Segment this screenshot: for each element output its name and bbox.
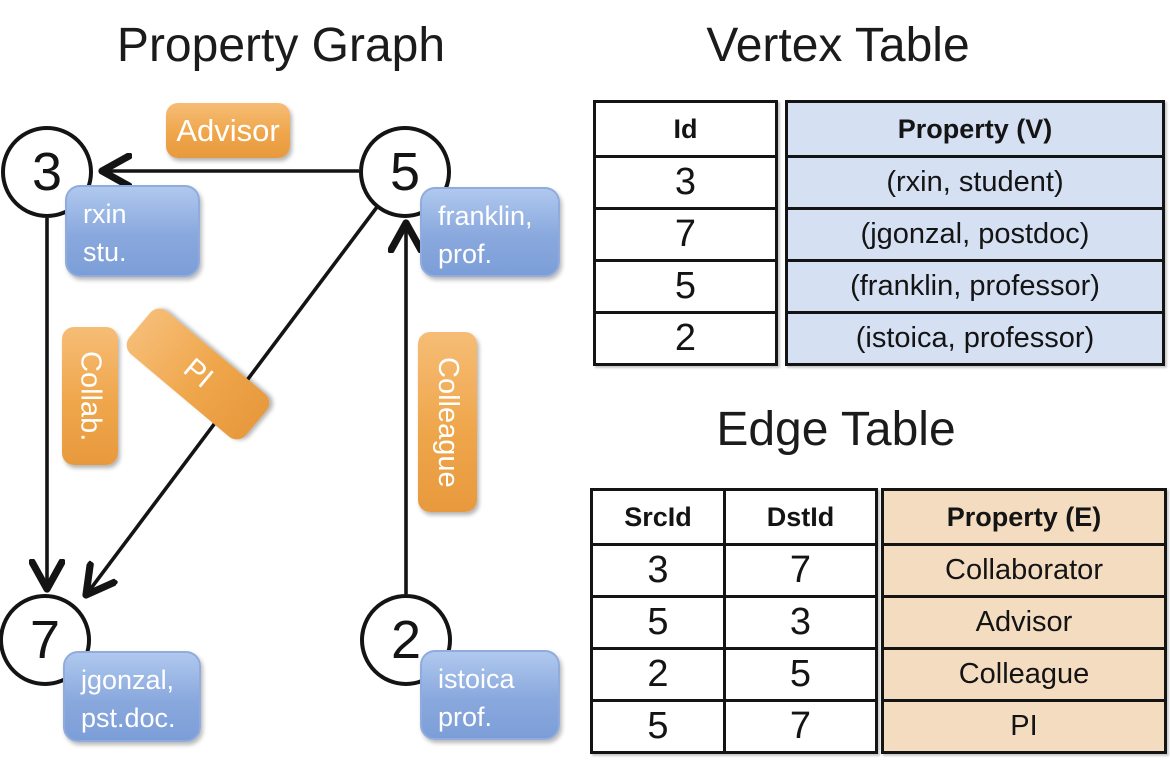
graph-node-5: 5: [359, 126, 451, 218]
edge-table-dst-cell: 3: [723, 595, 875, 647]
vertex-property-box-rxin: rxin stu.: [65, 185, 200, 277]
vertex-property-box-istoica: istoica prof.: [420, 650, 560, 740]
edge-table-src-cell: 5: [593, 595, 723, 647]
edge-table-property-cell: Colleague: [884, 647, 1164, 699]
vertex-table-id-cell: 7: [596, 207, 775, 259]
vertex-property-line: rxin: [83, 199, 127, 229]
edge-table-header-property: Property (E): [946, 501, 1102, 532]
vertex-property-line: prof.: [438, 239, 493, 270]
edge-table-property-cell: Advisor: [884, 595, 1164, 647]
vertex-property-line: pst.doc.: [81, 703, 176, 734]
edge-table-title: Edge Table: [716, 403, 956, 456]
vertex-property-line: istoica: [438, 664, 515, 694]
property-graph-title: Property Graph: [116, 19, 446, 72]
edge-table-dst-cell: 7: [723, 699, 875, 751]
vertex-table-id-column: Id 3 7 5 2: [593, 100, 778, 366]
edge-label-advisor: Advisor: [166, 103, 290, 158]
edge-table-src-cell: 3: [593, 543, 723, 595]
vertex-table-header-property: Property (V): [897, 113, 1053, 144]
vertex-table-property-cell: (franklin, professor): [788, 259, 1162, 311]
vertex-property-line: prof.: [438, 702, 493, 733]
edge-table-id-columns: SrcId DstId 3 7 5 3 2 5 5 7: [590, 488, 878, 754]
graph-node-2: 2: [360, 594, 452, 686]
vertex-table-property-cell: (rxin, student): [788, 155, 1162, 207]
vertex-property-line: stu.: [83, 237, 127, 268]
vertex-table-id-cell: 5: [596, 259, 775, 311]
edge-table-header-srcid: SrcId: [624, 501, 692, 532]
vertex-property-box-jgonzal: jgonzal, pst.doc.: [63, 651, 201, 742]
vertex-property-line: jgonzal,: [81, 665, 175, 695]
vertex-property-line: franklin,: [438, 201, 533, 231]
edge-table-src-cell: 5: [593, 699, 723, 751]
edge-table-dst-cell: 5: [723, 647, 875, 699]
vertex-table-id-cell: 3: [596, 155, 775, 207]
vertex-table-property-cell: (istoica, professor): [788, 311, 1162, 363]
edge-table-property-column: Property (E) Collaborator Advisor Collea…: [881, 488, 1167, 754]
edge-label-collab: Collab.: [62, 327, 118, 465]
vertex-table-id-cell: 2: [596, 311, 775, 363]
edge-table-dst-cell: 7: [723, 543, 875, 595]
edge-label-colleague: Colleague: [418, 332, 477, 512]
edge-table-property-cell: PI: [884, 699, 1164, 751]
vertex-table-property-column: Property (V) (rxin, student) (jgonzal, p…: [785, 100, 1165, 366]
vertex-property-box-franklin: franklin, prof.: [420, 187, 560, 277]
vertex-table-property-cell: (jgonzal, postdoc): [788, 207, 1162, 259]
vertex-table-title: Vertex Table: [706, 19, 970, 72]
vertex-table-header-id: Id: [673, 113, 698, 144]
edge-table-src-cell: 2: [593, 647, 723, 699]
edge-table-header-dstid: DstId: [723, 491, 875, 543]
edge-table-property-cell: Collaborator: [884, 543, 1164, 595]
